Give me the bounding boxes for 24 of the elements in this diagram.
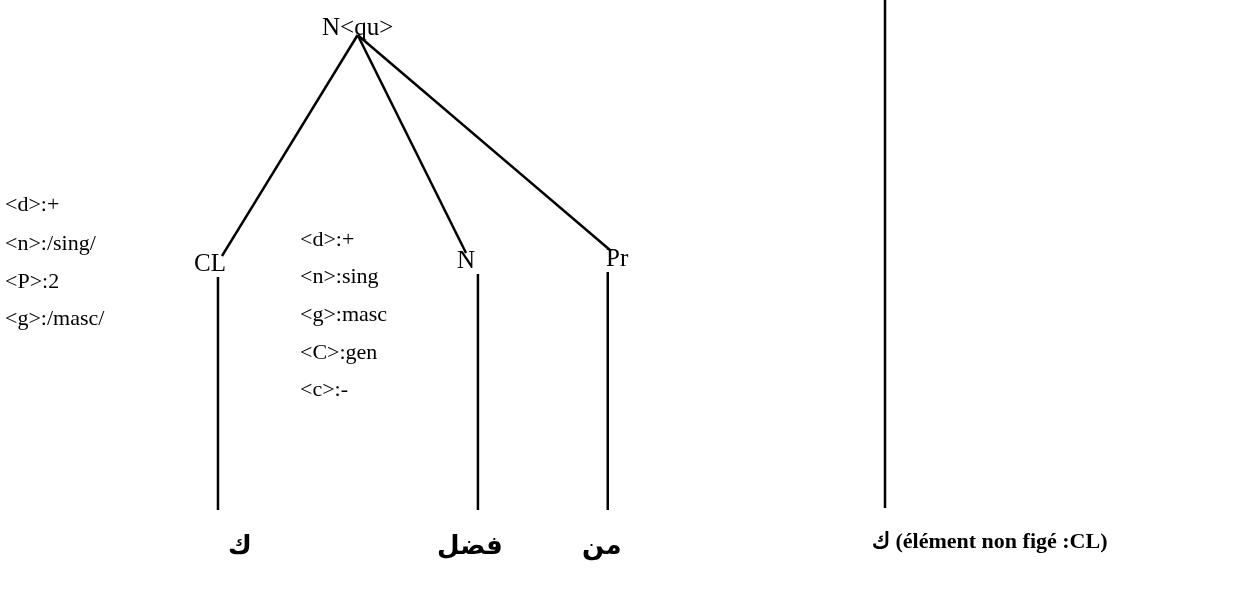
tree-node-label: Pr bbox=[606, 244, 629, 271]
feature-label: <d>:+ bbox=[5, 193, 60, 215]
arabic-word: فضل bbox=[437, 530, 503, 560]
arabic-word: من bbox=[582, 530, 622, 560]
annotation-text: ك (élément non figé :CL) bbox=[872, 528, 1108, 553]
tree-branch bbox=[216, 277, 220, 510]
feature-label: <c>:- bbox=[300, 378, 349, 400]
feature-label: <C>:gen bbox=[300, 341, 378, 363]
feature-label: <d>:+ bbox=[300, 228, 355, 250]
feature-label: <g>:masc bbox=[300, 303, 388, 325]
arabic-word: ك bbox=[228, 530, 252, 560]
tree-branch bbox=[476, 274, 480, 510]
tree-branch bbox=[606, 272, 609, 510]
tree-branch bbox=[356, 34, 612, 252]
feature-label: <g>:/masc/ bbox=[5, 307, 105, 329]
feature-label: <n>:/sing/ bbox=[5, 232, 96, 254]
feature-label: <P>:2 bbox=[5, 270, 60, 292]
tree-branch bbox=[220, 34, 359, 257]
tree-branch bbox=[356, 34, 468, 254]
tree-node-label: N bbox=[457, 246, 476, 273]
tree-node-label: N<qu> bbox=[322, 13, 394, 40]
tree-branch bbox=[883, 0, 887, 508]
tree-node-label: CL bbox=[194, 249, 226, 276]
feature-label: <n>:sing bbox=[300, 265, 379, 287]
